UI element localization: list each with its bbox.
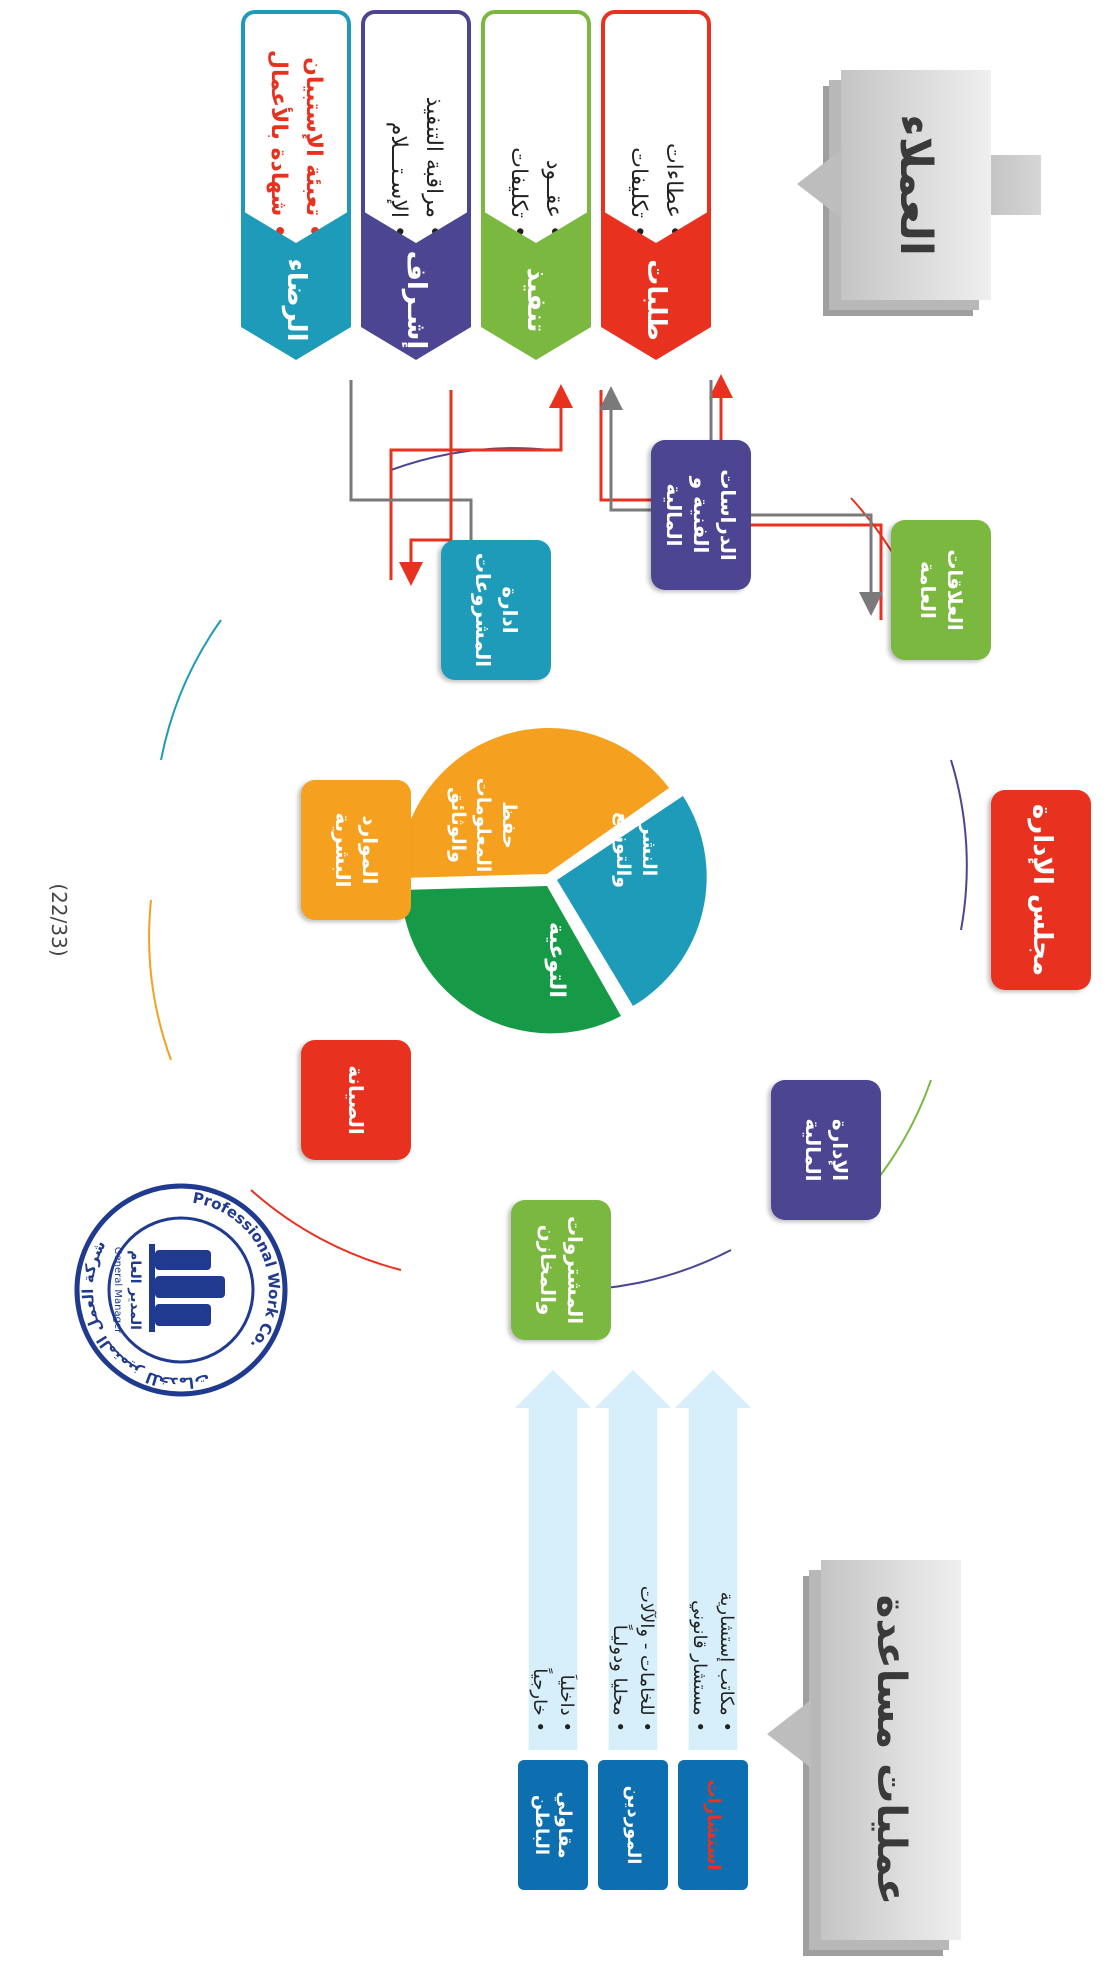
clients-block: العملاء — [841, 70, 991, 300]
chevron-label: طلبات — [641, 259, 671, 341]
clients-card-item: شهادة بالأعمال — [261, 32, 296, 238]
support-title: عمليات مساعدة — [868, 1594, 914, 1906]
dept-projects: ادارة المشروعات — [441, 540, 551, 680]
clients-card-item: تكليفات — [621, 32, 656, 238]
dept-label: الموارد البشرية — [331, 812, 382, 888]
ring-arc — [390, 447, 552, 471]
support-box-label: مقاولي الباطن — [531, 1791, 576, 1859]
ring-arc — [148, 899, 172, 1061]
chevron-label: إشـراف — [401, 250, 431, 350]
dept-finance: الإدارة المالية — [771, 1080, 881, 1220]
clients-title: العملاء — [890, 114, 942, 256]
support-arrow-consultants: مكاتب إستشارية مستشار قانوني — [675, 1370, 751, 1750]
dept-label: الصيانة — [344, 1065, 369, 1135]
support-item: خارجياً — [526, 1450, 553, 1732]
support-box-label: الموردين — [622, 1785, 644, 1865]
support-arrow-subcontractors: داخلياً خارجياً — [515, 1370, 591, 1750]
dept-label: مجلس الإدارة — [1026, 803, 1057, 977]
pie-label-archive: حفظ المعلومات والوثائق — [446, 777, 520, 873]
stamp-title-ar: المدير العام — [127, 1250, 143, 1330]
support-block-arrow-icon — [767, 1700, 811, 1768]
clients-card-item: عقــود — [536, 32, 571, 238]
dept-public-relations: العلاقات العامة — [891, 520, 991, 660]
stamp-title-en: General Manager — [112, 1247, 123, 1334]
company-stamp: Professional Work Co. شركة العمل المتميز… — [71, 1180, 291, 1400]
support-item: مستشار قانوني — [686, 1450, 713, 1732]
support-arrow-suppliers: للخامات - والآلات محليا ودوليـاً — [595, 1370, 671, 1750]
clients-card-item: تعبئة الإستبيان — [296, 32, 331, 238]
pie-label-awareness: التوعية — [544, 922, 569, 998]
support-block: عمليات مساعدة — [821, 1560, 961, 1940]
clients-card-item: عطاءات — [656, 32, 691, 238]
ring-arc — [950, 759, 968, 931]
support-box-label: استشارات — [702, 1779, 724, 1871]
dept-label: المشتروات والمخازن — [536, 1215, 587, 1325]
support-item: داخلياً — [553, 1450, 580, 1732]
dept-maintenance: الصيانة — [301, 1040, 411, 1160]
ring-arc — [160, 619, 222, 761]
chevron-label: تنفيذ — [521, 267, 551, 333]
support-box-suppliers: الموردين — [598, 1760, 668, 1890]
support-item: محليا ودوليـاً — [606, 1450, 633, 1732]
clients-card-item: مراقبة التنفيذ — [416, 32, 451, 238]
dept-label: العلاقات العامة — [916, 549, 967, 631]
dept-studies: الدراسات الفنية و المالية — [651, 440, 751, 590]
support-box-consultants: استشارات — [678, 1760, 748, 1890]
page-number: (22/33) — [47, 883, 71, 957]
clients-card-item: تكليفات — [501, 32, 536, 238]
svg-text:Professional Work Co.: Professional Work Co. — [191, 1189, 283, 1353]
clients-card-item: الإسـتـــلام — [381, 32, 416, 238]
dept-board: مجلس الإدارة — [991, 790, 1091, 990]
stamp-ring-text: Professional Work Co. — [191, 1189, 283, 1353]
support-item: للخامات - والآلات — [633, 1450, 660, 1732]
chevron-label: الرضاء — [281, 258, 311, 342]
connector-arrows — [349, 374, 883, 620]
support-box-subcontractors: مقاولي الباطن — [518, 1760, 588, 1890]
dept-procurement: المشتروات والمخازن — [511, 1200, 611, 1340]
pie-label-distribution: النشر والتوزيع — [612, 811, 660, 889]
dept-label: ادارة المشروعات — [471, 552, 522, 668]
dept-label: الإدارة المالية — [801, 1118, 852, 1182]
pie-slice-awareness — [401, 886, 621, 1034]
clients-block-arrow-icon — [797, 150, 841, 218]
stamp-seal-icon: Professional Work Co. شركة العمل المتميز… — [74, 1183, 288, 1397]
dept-hr: الموارد البشرية — [301, 780, 411, 920]
support-item: مكاتب إستشارية — [713, 1450, 740, 1732]
dept-label: الدراسات الفنية و المالية — [662, 469, 741, 561]
